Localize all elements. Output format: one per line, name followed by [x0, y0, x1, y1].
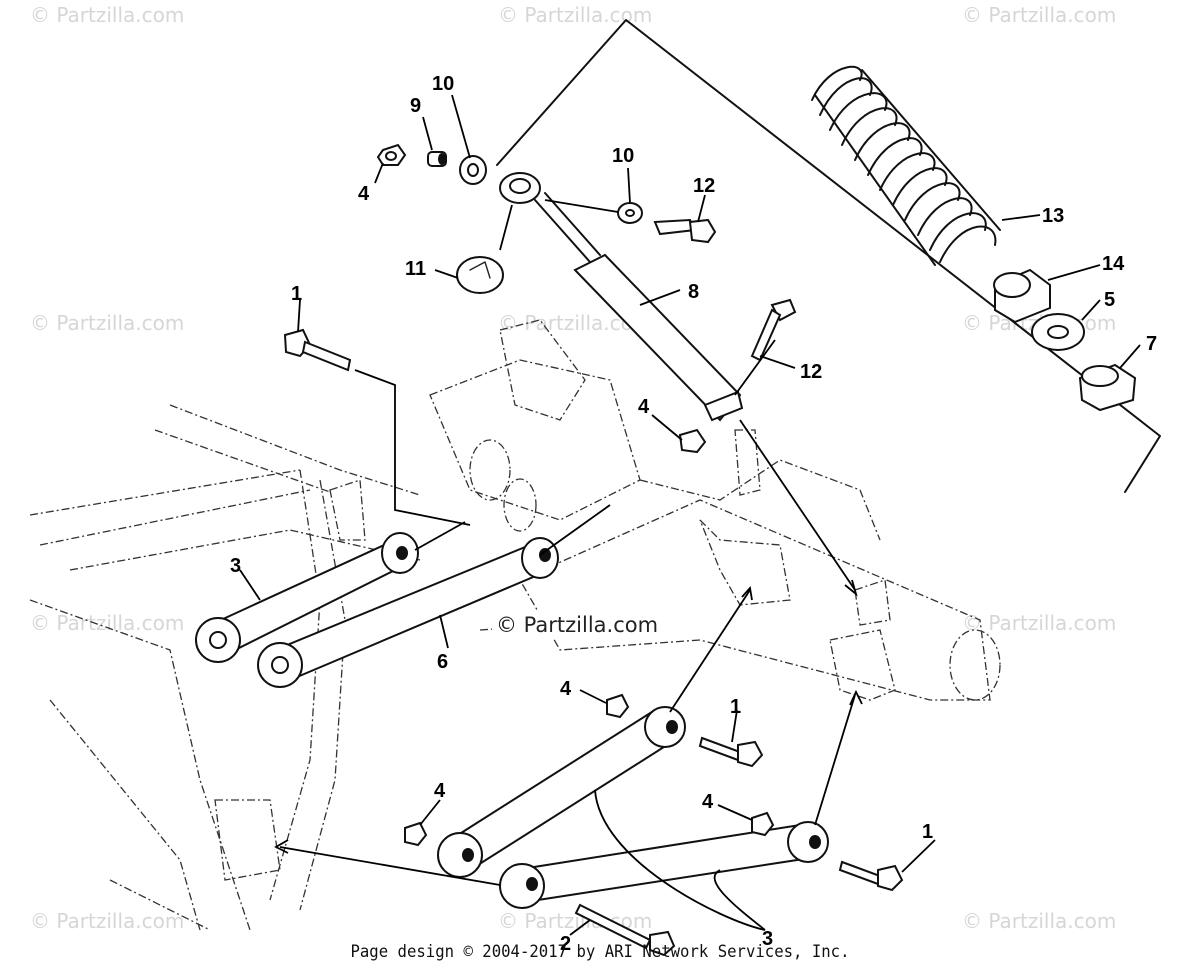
bolt-top-left: [283, 328, 352, 372]
callout-1: 1: [291, 283, 302, 305]
watermark: © Partzilla.com: [30, 909, 184, 933]
callout-6: 6: [437, 651, 448, 673]
callout-14: 14: [1102, 253, 1125, 275]
vehicle-frame: [29, 404, 421, 931]
callout-8: 8: [688, 281, 699, 303]
spring-washer-hole: [1047, 325, 1069, 339]
watermark: © Partzilla.com: [498, 3, 652, 27]
watermark: © Partzilla.com: [30, 3, 184, 27]
spring-bushing: [993, 268, 1051, 324]
watermark: © Partzilla.com: [30, 611, 184, 635]
exploded-view-frame: [496, 19, 1161, 493]
upper-control-arm-long: [257, 537, 559, 688]
shock-absorber: [499, 172, 744, 422]
callout-5: 5: [1104, 289, 1115, 311]
center-watermark-bg: [492, 612, 678, 638]
watermark: © Partzilla.com: [962, 909, 1116, 933]
callout-9: 9: [410, 95, 421, 117]
callout-11: 11: [405, 258, 426, 280]
watermark: © Partzilla.com: [962, 3, 1116, 27]
callout-leaders: [239, 94, 1141, 936]
page-footer: Page design © 2004-2017 by ARI Network S…: [350, 942, 850, 962]
callout-2: 2: [560, 933, 571, 955]
bolt-shock-lower: [750, 298, 797, 362]
callout-4: 4: [638, 396, 650, 418]
coil-spring: [811, 66, 1001, 266]
watermark: © Partzilla.com: [30, 311, 184, 335]
callouts: 1 1 1 2 3 3 4 4 4 4 4 5 6 7 8 9 10 10 11…: [230, 73, 1157, 955]
callout-12: 12: [800, 361, 822, 383]
callout-3: 3: [762, 928, 773, 950]
lower-control-arm-b: [499, 821, 829, 909]
shock-lower-nut: [678, 428, 707, 454]
watermarks: © Partzilla.com © Partzilla.com © Partzi…: [30, 3, 1116, 933]
callout-4: 4: [560, 678, 572, 700]
lower-control-arm-a: [437, 706, 686, 878]
callout-4: 4: [702, 791, 714, 813]
shock-top-hardware: [376, 143, 717, 294]
callout-3: 3: [230, 555, 241, 577]
assembly-lines: [274, 199, 863, 886]
lower-hardware: [404, 693, 904, 957]
callout-1: 1: [730, 696, 741, 718]
upper-control-arm: [195, 532, 419, 663]
callout-7: 7: [1146, 333, 1157, 355]
watermark: © Partzilla.com: [962, 611, 1116, 635]
center-watermark: © Partzilla.com: [496, 613, 658, 637]
callout-10: 10: [432, 73, 454, 95]
callout-10: 10: [612, 145, 634, 167]
spring-retainer: [1078, 363, 1137, 412]
callout-1: 1: [922, 821, 933, 843]
callout-4: 4: [434, 780, 446, 802]
callout-4: 4: [358, 183, 370, 205]
callout-13: 13: [1042, 205, 1064, 227]
callout-12: 12: [693, 175, 715, 197]
